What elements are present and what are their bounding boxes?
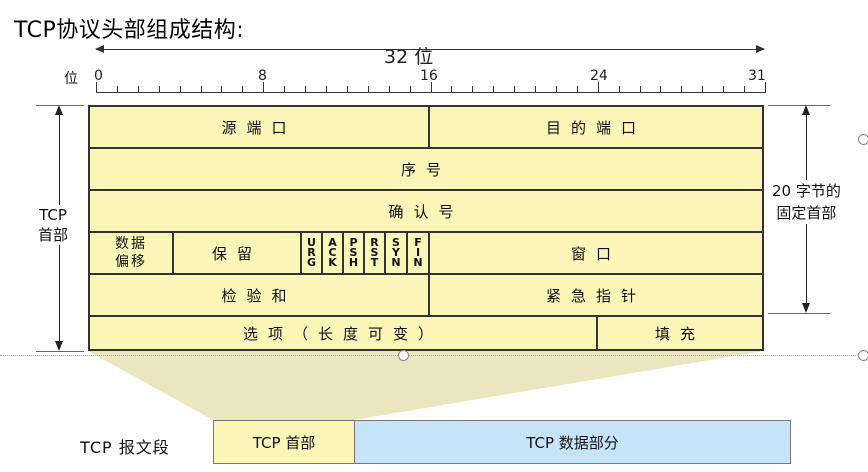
- tick-label-8: 8: [258, 68, 267, 84]
- ruler-tick: [535, 86, 536, 92]
- ruler-tick: [410, 86, 411, 92]
- ruler-tick: [723, 86, 724, 92]
- tick-label-31: 31: [748, 68, 766, 84]
- sequence-cell: 序号: [400, 160, 451, 179]
- selection-guide-line: [0, 355, 868, 356]
- resize-handle-right-top[interactable]: [858, 134, 868, 145]
- ruler-tick: [451, 86, 452, 92]
- segment-data-part: TCP 数据部分: [355, 421, 790, 463]
- data-offset-cell: 数据偏移: [90, 233, 172, 273]
- ack-cell: 确认号: [388, 202, 464, 221]
- bit-ruler: [96, 82, 766, 93]
- bit-unit-label: 位: [64, 71, 78, 87]
- row-ports: 源端口 目的端口: [90, 107, 762, 149]
- row-options: 选项（长度可变） 填充: [90, 317, 762, 349]
- ruler-tick: [765, 82, 766, 92]
- row-checksum: 检验和 紧急指针: [90, 275, 762, 317]
- tick-label-16: 16: [420, 68, 438, 84]
- left-bottom-guide: [36, 351, 84, 352]
- ruler-tick: [284, 86, 285, 92]
- tick-label-24: 24: [590, 68, 608, 84]
- page-title: TCP协议头部组成结构:: [14, 18, 245, 43]
- right-bottom-guide: [768, 313, 830, 314]
- row-ack: 确认号: [90, 191, 762, 233]
- right-arrow-up: [802, 105, 810, 115]
- resize-handle-bottom[interactable]: [398, 350, 409, 361]
- ruler-tick: [221, 86, 222, 92]
- right-arrow-down: [802, 303, 810, 313]
- ruler-tick: [117, 86, 118, 92]
- ruler-tick: [305, 86, 306, 92]
- right-top-guide: [768, 105, 830, 106]
- ruler-tick: [744, 86, 745, 92]
- ruler-tick: [702, 86, 703, 92]
- checksum-cell: 检验和: [221, 286, 297, 305]
- ruler-tick: [681, 86, 682, 92]
- ruler-tick: [242, 86, 243, 92]
- ruler-tick: [660, 86, 661, 92]
- ruler-tick: [556, 86, 557, 92]
- padding-cell: 填充: [596, 317, 762, 349]
- window-cell: 窗口: [428, 233, 762, 273]
- fixed-header-side-label: 20 字节的固定首部: [772, 180, 841, 224]
- segment-label: TCP 报文段: [80, 438, 170, 457]
- ruler-tick: [138, 86, 139, 92]
- ruler-tick: [347, 86, 348, 92]
- ruler-tick: [368, 86, 369, 92]
- urgent-pointer-cell: 紧急指针: [428, 275, 762, 315]
- ruler-tick: [598, 82, 599, 92]
- ruler-tick: [263, 82, 264, 92]
- ruler-tick: [577, 86, 578, 92]
- ruler-tick: [96, 82, 97, 92]
- ruler-tick: [640, 86, 641, 92]
- dest-port-cell: 目的端口: [428, 107, 762, 147]
- reserved-cell: 保留: [172, 233, 300, 273]
- row-seq: 序号: [90, 149, 762, 191]
- ruler-tick: [619, 86, 620, 92]
- ruler-tick: [493, 86, 494, 92]
- data-offset-label: 数据偏移: [115, 236, 147, 270]
- options-cell: 选项（长度可变）: [242, 324, 443, 343]
- source-port-cell: 源端口: [221, 118, 297, 137]
- ruler-tick: [201, 86, 202, 92]
- resize-handle-right-bottom[interactable]: [858, 350, 868, 361]
- bit-width-arrow: [95, 45, 765, 53]
- ruler-tick: [326, 86, 327, 92]
- ruler-tick: [431, 82, 432, 92]
- ruler-tick: [514, 86, 515, 92]
- ruler-tick: [472, 86, 473, 92]
- segment-bar: TCP 首部 TCP 数据部分: [213, 420, 791, 464]
- tick-label-0: 0: [94, 68, 103, 84]
- ruler-tick: [159, 86, 160, 92]
- ruler-tick: [180, 86, 181, 92]
- ruler-tick: [389, 86, 390, 92]
- left-arrow-up: [55, 105, 63, 115]
- left-arrow-down: [55, 341, 63, 351]
- segment-header-part: TCP 首部: [214, 421, 355, 463]
- bits-label: 32 位: [384, 46, 434, 68]
